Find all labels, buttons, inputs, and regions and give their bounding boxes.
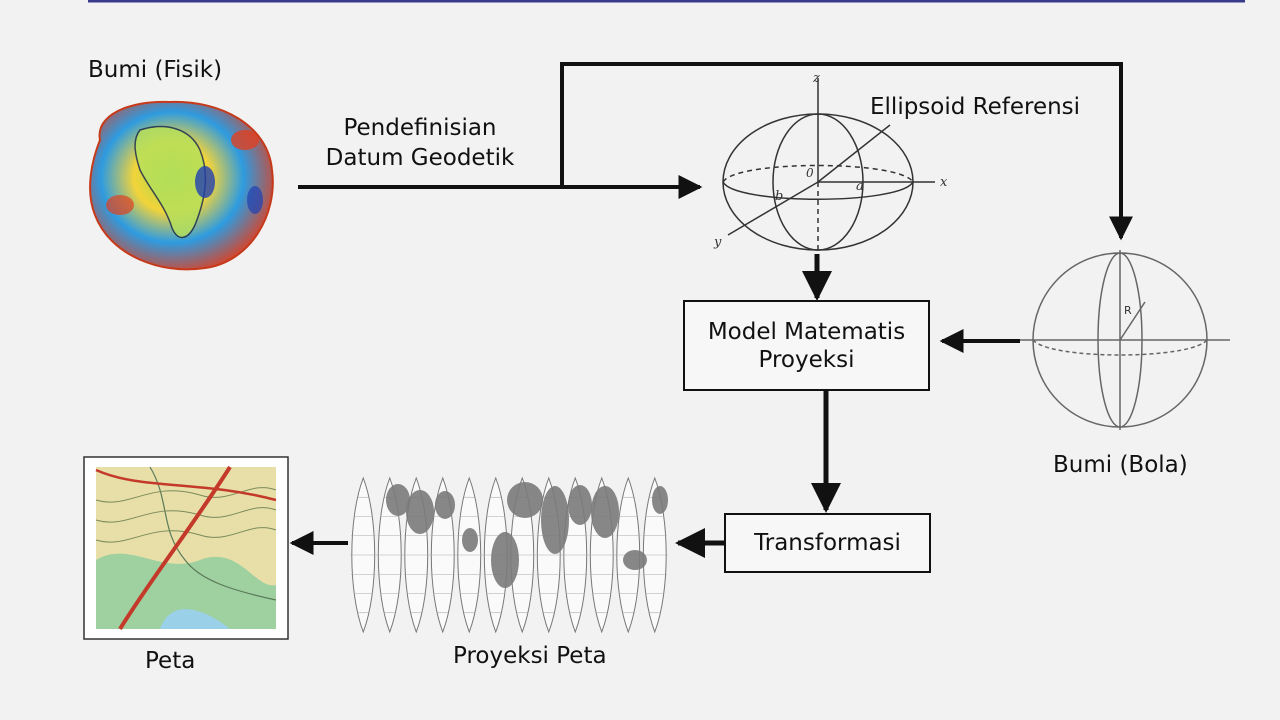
semi-major-axis-label: a <box>856 179 864 194</box>
landmass <box>652 486 668 514</box>
topographic-map-icon <box>83 456 289 640</box>
landmass <box>568 485 592 525</box>
origin-label: 0 <box>806 166 814 180</box>
sphere-icon <box>1020 250 1230 430</box>
bumi-bola-label: Bumi (Bola) <box>1053 452 1188 478</box>
landmass <box>623 550 647 570</box>
transformasi-box: Transformasi <box>724 513 931 573</box>
semi-minor-axis-label: b <box>775 189 783 204</box>
transformasi-box-label: Transformasi <box>754 530 901 556</box>
model-matematis-box: Model Matematis Proyeksi <box>683 300 930 391</box>
landmass <box>491 532 519 588</box>
radius-label: R <box>1124 304 1132 317</box>
axis-x-label: x <box>940 175 948 190</box>
landmass <box>541 486 569 554</box>
datum-label-line2: Datum Geodetik <box>325 145 515 171</box>
landmass <box>462 528 478 552</box>
axis-y-label: y <box>713 235 722 250</box>
landmass <box>386 484 410 516</box>
model-box-line1: Model Matematis <box>707 318 906 345</box>
proyeksi-peta-label: Proyeksi Peta <box>453 643 607 669</box>
landmass <box>435 491 455 519</box>
datum-label-line1: Pendefinisian <box>343 115 497 141</box>
peta-label: Peta <box>145 648 196 674</box>
model-box-line2: Proyeksi <box>758 346 855 373</box>
axis-z-label: z <box>812 71 820 86</box>
connector-to-bumi-bola <box>560 62 1133 241</box>
landmass <box>591 486 619 538</box>
bumi-fisik-label: Bumi (Fisik) <box>88 57 223 83</box>
landmass <box>406 490 434 534</box>
ellipsoid-label: Ellipsoid Referensi <box>870 94 1081 120</box>
landmass <box>507 482 543 518</box>
interrupted-projection-icon <box>350 476 668 634</box>
reference-ellipsoid-icon <box>722 78 935 251</box>
geoid-globe-icon <box>89 100 274 271</box>
